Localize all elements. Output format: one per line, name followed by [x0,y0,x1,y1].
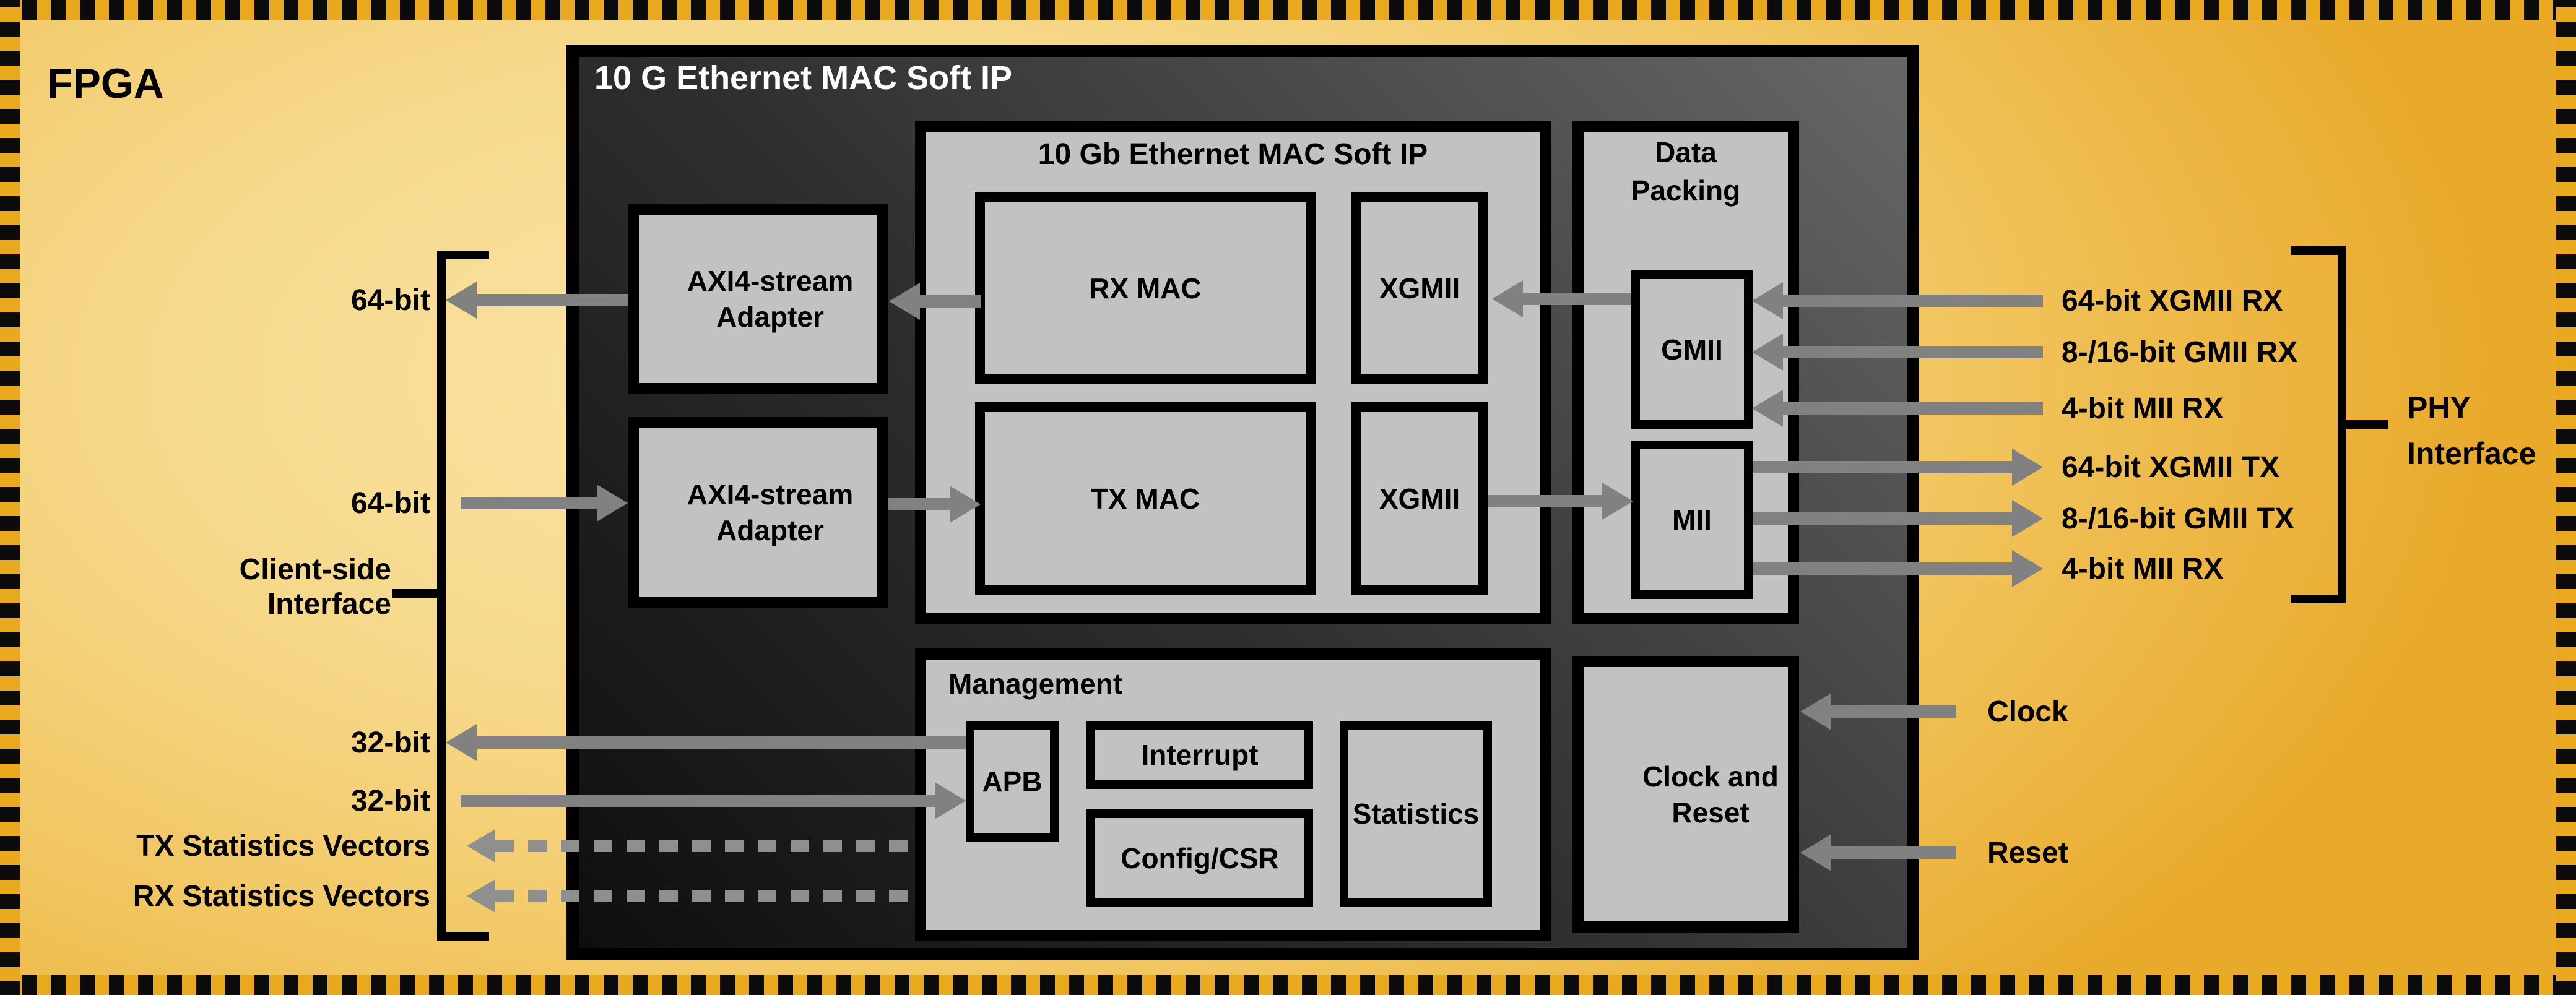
label-64bit-tx: 64-bit [350,487,430,520]
label-clock: Clock [1987,696,2068,728]
arrow-rx-stats-shaft [495,890,916,902]
axi4-adapter-tx-box: AXI4-stream Adapter [628,417,888,608]
arrow-mgmt-in-head-icon [935,782,966,819]
config-csr-label: Config/CSR [1121,842,1279,874]
client-bracket-top-stub [437,251,489,259]
arrow-xgmii-rx-in-head-icon [1752,282,1783,319]
arrow-adapter-txmac-shaft [888,498,951,510]
label-64bit-rx: 64-bit [350,284,430,317]
client-bracket-mid-stub [392,589,437,598]
border-top [0,0,2576,20]
interrupt-box: Interrupt [1086,721,1313,789]
arrow-mgmt-out-shaft [475,736,966,749]
management-title: Management [948,668,1123,700]
arrow-gmii-rx-in-shaft [1782,346,2043,358]
arrow-rxmac-adapter-head-icon [889,283,920,320]
arrow-reset-head-icon [1800,834,1831,871]
arrow-tx-stats-head-icon [467,829,495,863]
phy-bracket-mid-stub [2346,420,2388,429]
border-left [0,0,20,995]
label-rx-stats-vectors: RX Statistics Vectors [132,880,430,913]
xgmii-tx-box: XGMII [1351,402,1488,595]
statistics-label: Statistics [1352,798,1480,830]
apb-box: APB [966,721,1059,842]
xgmii-tx-label: XGMII [1379,482,1460,515]
fpga-label: FPGA [47,60,164,107]
label-mii-tx: 4-bit MII RX [2062,553,2224,585]
client-bracket-line [437,251,446,941]
gmii-label: GMII [1661,334,1723,366]
label-32bit-in: 32-bit [350,785,430,817]
arrow-tx-stats-shaft [495,840,916,852]
arrow-xgmii-rx-in-shaft [1782,295,2043,307]
label-client-side-interface: Client-side Interface [239,553,391,621]
soft-ip-title: 10 G Ethernet MAC Soft IP [594,59,1013,97]
apb-label: APB [982,765,1043,798]
label-xgmii-rx: 64-bit XGMII RX [2062,285,2283,317]
arrow-gmii-tx-out-shaft [1753,512,2013,525]
arrow-rxmac-adapter-shaft [920,295,981,308]
arrow-client-tx-shaft [461,497,598,509]
config-csr-box: Config/CSR [1086,809,1313,907]
arrow-client-rx-shaft [475,294,628,306]
arrow-mii-rx-in-shaft [1782,402,2043,415]
arrow-clock-shaft [1831,705,1956,718]
mii-box: MII [1631,441,1753,599]
data-packing-title: Data Packing [1631,136,1741,207]
label-tx-stats-vectors: TX Statistics Vectors [136,830,430,863]
arrow-mii-tx-out-shaft [1753,562,2013,575]
label-phy-interface: PHY Interface [2407,390,2536,471]
arrow-gmii-xgmii-head-icon [1492,280,1523,317]
clock-reset-box: Clock and Reset [1572,656,1799,933]
arrow-client-rx-head-icon [446,282,477,319]
border-right [2556,0,2576,995]
rx-mac-box: RX MAC [975,192,1316,384]
label-xgmii-tx: 64-bit XGMII TX [2062,451,2280,484]
arrow-clock-head-icon [1800,693,1831,730]
tx-mac-label: TX MAC [1090,482,1200,515]
label-32bit-out: 32-bit [350,726,430,759]
phy-bracket-bottom-stub [2291,595,2346,603]
xgmii-rx-label: XGMII [1379,272,1460,304]
tx-mac-box: TX MAC [975,402,1316,595]
statistics-box: Statistics [1340,721,1492,907]
clock-reset-label: Clock and Reset [1642,760,1779,829]
arrow-xgmii-mii-head-icon [1602,483,1633,520]
arrow-reset-shaft [1831,846,1956,859]
mii-label: MII [1672,504,1712,536]
label-mii-rx: 4-bit MII RX [2062,392,2224,425]
phy-bracket-line [2338,246,2346,603]
axi4-adapter-tx-label: AXI4-stream Adapter [687,478,854,546]
arrow-client-tx-head-icon [597,485,628,522]
arrow-xgmii-tx-out-shaft [1753,461,2013,473]
arrow-mgmt-in-shaft [461,795,936,807]
arrow-rx-stats-head-icon [467,879,495,913]
arrow-gmii-rx-in-head-icon [1752,334,1783,371]
arrow-mii-rx-in-head-icon [1752,390,1783,427]
xgmii-rx-box: XGMII [1351,192,1488,384]
border-bottom [0,975,2576,995]
mac-core-title: 10 Gb Ethernet MAC Soft IP [1038,138,1428,171]
arrow-adapter-txmac-head-icon [950,486,981,523]
interrupt-label: Interrupt [1141,739,1259,771]
phy-bracket-top-stub [2291,246,2346,255]
label-gmii-rx: 8-/16-bit GMII RX [2062,336,2298,369]
arrow-xgmii-mii-shaft [1488,495,1603,507]
arrow-mgmt-out-head-icon [446,724,477,761]
arrow-xgmii-tx-out-head-icon [2012,449,2043,486]
rx-mac-label: RX MAC [1089,272,1202,304]
axi4-adapter-rx-label: AXI4-stream Adapter [687,265,854,333]
arrow-mii-tx-out-head-icon [2012,550,2043,587]
client-bracket-bottom-stub [437,932,489,941]
arrow-gmii-xgmii-shaft [1523,293,1631,305]
label-gmii-tx: 8-/16-bit GMII TX [2062,502,2295,535]
gmii-box: GMII [1631,270,1753,429]
axi4-adapter-rx-box: AXI4-stream Adapter [628,204,888,394]
label-reset: Reset [1987,837,2068,869]
arrow-gmii-tx-out-head-icon [2012,500,2043,537]
